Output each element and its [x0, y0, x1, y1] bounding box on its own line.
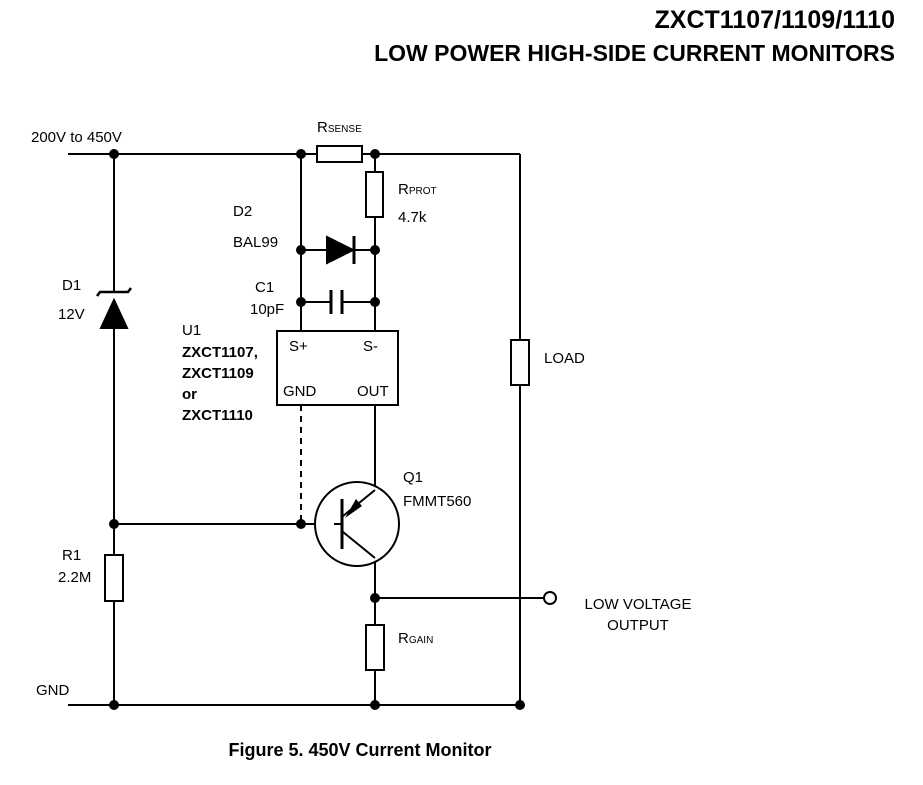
- d2-value: BAL99: [233, 234, 278, 251]
- u1-pin-sminus: S-: [363, 338, 378, 355]
- rprot-resistor: [365, 171, 384, 218]
- u1-pin-gnd: GND: [283, 383, 317, 400]
- c1-value: 10pF: [250, 301, 284, 318]
- u1-ref: U1: [182, 322, 201, 339]
- d1-value: 12V: [58, 306, 85, 323]
- rprot-value: 4.7k: [398, 209, 427, 226]
- rsense-resistor: [316, 145, 363, 163]
- q1-ref: Q1: [403, 469, 423, 486]
- figure-caption: Figure 5. 450V Current Monitor: [228, 740, 491, 760]
- document-subtitle: LOW POWER HIGH-SIDE CURRENT MONITORS: [374, 40, 895, 66]
- u1-part-2: ZXCT1109: [182, 365, 254, 382]
- u1-part-or: or: [182, 386, 197, 403]
- junction-dots: [109, 149, 525, 710]
- c1-capacitor: [329, 290, 344, 314]
- d2-diode: [326, 235, 356, 265]
- output-terminal: [543, 591, 557, 605]
- rprot-label: RPROT: [398, 181, 437, 198]
- circuit-wires: [68, 153, 544, 706]
- load-resistor: [510, 339, 530, 386]
- rgain-resistor: [365, 624, 385, 671]
- rgain-label: RGAIN: [398, 630, 433, 647]
- d1-zener-diode: [96, 287, 132, 329]
- gnd-label: GND: [36, 682, 70, 699]
- r1-ref: R1: [62, 547, 81, 564]
- u1-part-3: ZXCT1110: [182, 407, 253, 424]
- output-label-line1: LOW VOLTAGE: [585, 596, 692, 613]
- c1-ref: C1: [255, 279, 274, 296]
- q1-value: FMMT560: [403, 493, 471, 510]
- d2-ref: D2: [233, 203, 252, 220]
- r1-value: 2.2M: [58, 569, 91, 586]
- rsense-label: RSENSE: [317, 119, 362, 136]
- part-numbers-title: ZXCT1107/1109/1110: [654, 6, 896, 34]
- u1-part-1: ZXCT1107,: [182, 344, 258, 361]
- q1-transistor: [314, 481, 400, 567]
- u1-pin-out: OUT: [357, 383, 389, 400]
- r1-resistor: [104, 554, 124, 602]
- load-label: LOAD: [544, 350, 585, 367]
- supply-label: 200V to 450V: [31, 129, 122, 146]
- d1-ref: D1: [62, 277, 81, 294]
- u1-pin-splus: S+: [289, 338, 308, 355]
- output-label-line2: OUTPUT: [607, 617, 669, 634]
- u1-ic-box: [276, 330, 399, 406]
